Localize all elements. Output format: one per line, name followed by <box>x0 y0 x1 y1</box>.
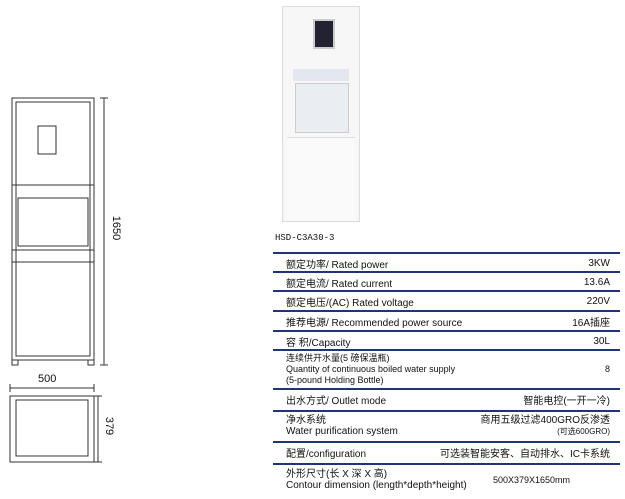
display-panel <box>313 19 335 49</box>
height-dimension: 1650 <box>110 215 123 241</box>
depth-dimension: 379 <box>103 416 116 436</box>
dispense-area <box>295 83 349 133</box>
width-dimension: 500 <box>38 373 57 385</box>
technical-drawing <box>9 97 108 463</box>
model-number: HSD-C3A30-3 <box>275 233 335 243</box>
product-photo <box>282 6 360 222</box>
spec-row: 外形尺寸(长 X 深 X 高)Contour dimension (length… <box>286 469 570 491</box>
tap-panel <box>293 69 349 81</box>
spec-row: 连续供开水量(5 磅保温瓶)Quantity of continuous boi… <box>286 352 610 385</box>
cabinet <box>287 137 355 220</box>
